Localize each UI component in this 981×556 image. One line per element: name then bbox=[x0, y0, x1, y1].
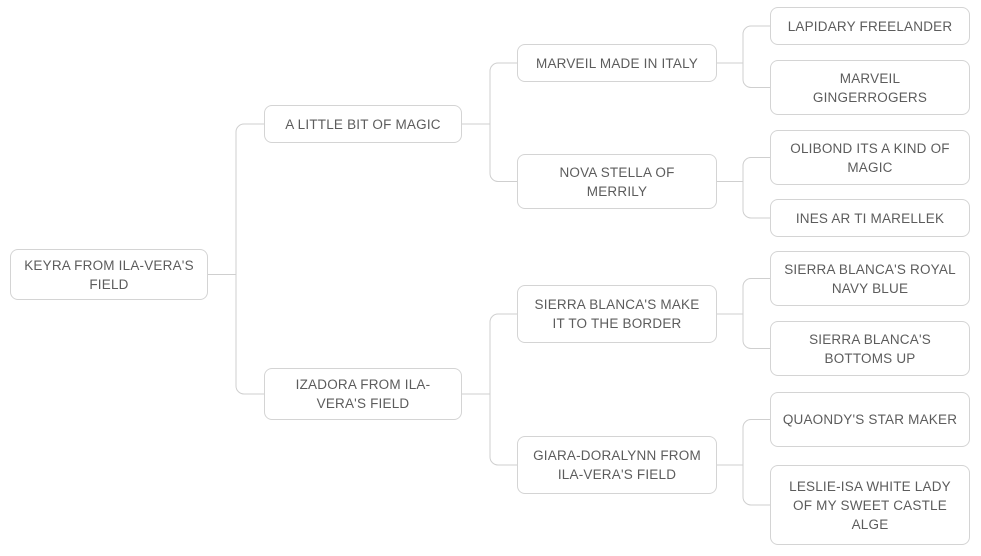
connector-g3-1-to-g4-2 bbox=[742, 63, 770, 88]
node-gen4-5[interactable]: SIERRA BLANCA'S ROYAL NAVY BLUE bbox=[770, 251, 970, 306]
connector-g3-3-to-g4-6 bbox=[742, 314, 770, 349]
connector-g3-2-to-g4-3 bbox=[742, 157, 770, 182]
connector-g2dam-to-g3-4 bbox=[489, 394, 517, 466]
node-gen4-7-label: QUAONDY'S STAR MAKER bbox=[782, 412, 958, 427]
node-gen3-4[interactable]: GIARA-DORALYNN FROM ILA-VERA'S FIELD bbox=[517, 436, 717, 494]
node-gen4-6[interactable]: SIERRA BLANCA'S BOTTOMS UP bbox=[770, 321, 970, 376]
node-gen3-2-label: NOVA STELLA OF MERRILY bbox=[559, 164, 675, 199]
node-gen3-4-label: GIARA-DORALYNN FROM ILA-VERA'S FIELD bbox=[533, 448, 701, 482]
node-gen4-4-label: INES AR TI MARELLEK bbox=[795, 210, 945, 226]
connector-g2sire-to-g3-2 bbox=[489, 124, 517, 182]
node-gen4-3[interactable]: OLIBOND ITS A KIND OF MAGIC bbox=[770, 130, 970, 185]
connector-g3-4-to-g4-7 bbox=[742, 419, 770, 465]
connector-g3-4-to-g4-8 bbox=[742, 465, 770, 506]
node-gen4-7[interactable]: QUAONDY'S STAR MAKER bbox=[770, 392, 970, 447]
node-gen4-1[interactable]: LAPIDARY FREELANDER bbox=[770, 7, 970, 45]
node-gen4-2[interactable]: MARVEIL GINGERROGERS bbox=[770, 60, 970, 115]
node-gen3-1[interactable]: MARVEIL MADE IN ITALY bbox=[517, 44, 717, 82]
node-gen4-8[interactable]: LESLIE-ISA WHITE LADY OF MY SWEET CASTLE… bbox=[770, 465, 970, 545]
node-gen4-3-label: OLIBOND ITS A KIND OF MAGIC bbox=[790, 140, 950, 175]
connector-root-to-g2-dam bbox=[235, 274, 264, 395]
node-root-label: KEYRA FROM ILA-VERA'S FIELD bbox=[24, 257, 194, 292]
node-gen2-sire-label: A LITTLE BIT OF MAGIC bbox=[285, 116, 441, 132]
node-gen4-4[interactable]: INES AR TI MARELLEK bbox=[770, 199, 970, 237]
node-gen4-8-label: LESLIE-ISA WHITE LADY OF MY SWEET CASTLE… bbox=[789, 478, 951, 532]
connector-g2dam-to-g3-3 bbox=[489, 313, 517, 394]
connector-g3-2-to-g4-4 bbox=[742, 181, 770, 219]
node-gen3-3-label: SIERRA BLANCA'S MAKE IT TO THE BORDER bbox=[534, 297, 700, 331]
node-gen4-6-label: SIERRA BLANCA'S BOTTOMS UP bbox=[809, 331, 931, 366]
connector-g2sire-to-g3-1 bbox=[489, 62, 517, 124]
connector-g3-3-to-g4-5 bbox=[742, 278, 770, 314]
node-gen3-3[interactable]: SIERRA BLANCA'S MAKE IT TO THE BORDER bbox=[517, 285, 717, 343]
node-root[interactable]: KEYRA FROM ILA-VERA'S FIELD bbox=[10, 249, 208, 300]
node-gen4-5-label: SIERRA BLANCA'S ROYAL NAVY BLUE bbox=[784, 261, 956, 296]
node-gen3-2[interactable]: NOVA STELLA OF MERRILY bbox=[517, 154, 717, 209]
node-gen4-1-label: LAPIDARY FREELANDER bbox=[787, 18, 953, 34]
node-gen2-dam-label: IZADORA FROM ILA-VERA'S FIELD bbox=[295, 377, 431, 411]
node-gen2-sire[interactable]: A LITTLE BIT OF MAGIC bbox=[264, 105, 462, 143]
node-gen4-2-label: MARVEIL GINGERROGERS bbox=[812, 70, 928, 105]
connector-g3-1-to-g4-1 bbox=[742, 25, 770, 63]
connector-root-to-g2-sire bbox=[235, 123, 264, 275]
node-gen2-dam[interactable]: IZADORA FROM ILA-VERA'S FIELD bbox=[264, 368, 462, 420]
node-gen3-1-label: MARVEIL MADE IN ITALY bbox=[536, 55, 698, 71]
